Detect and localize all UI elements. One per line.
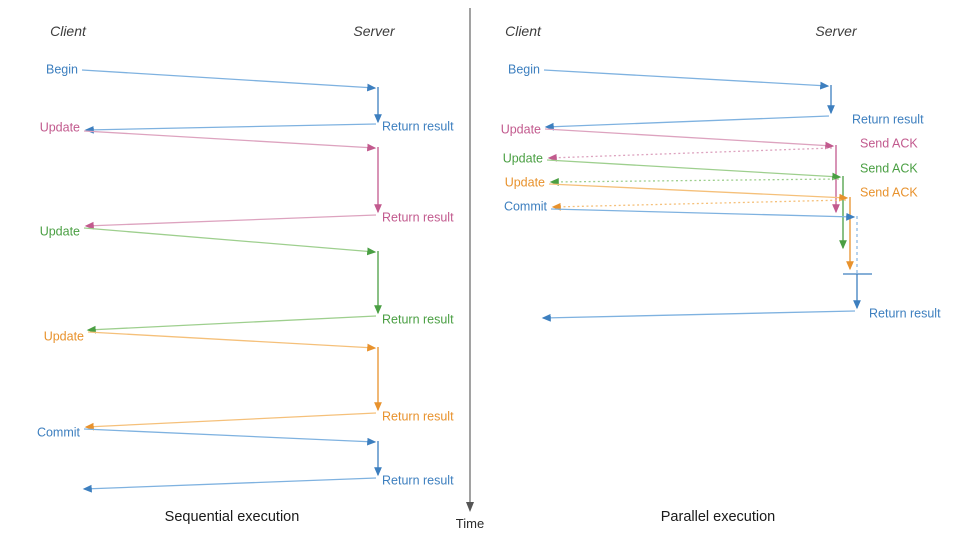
right-ack-arrow-update-2 (549, 178, 840, 186)
left-reply-label-commit: Return result (382, 473, 454, 487)
right-panel: Client Server Begin Return result Update… (501, 23, 941, 525)
right-reply-label-update-2: Send ACK (860, 161, 918, 175)
right-request-arrow-update-1 (544, 128, 835, 150)
left-message-label-update-2: Update (40, 224, 80, 238)
left-request-arrow-update-1 (83, 130, 377, 152)
left-reply-label-begin: Return result (382, 119, 454, 133)
right-reply-label-update-3: Send ACK (860, 185, 918, 199)
right-exchange-update-2 (546, 159, 847, 250)
time-axis (466, 8, 474, 512)
right-message-label-commit: Commit (504, 199, 548, 213)
left-request-arrow-update-3 (87, 331, 377, 352)
left-request-arrow-update-2 (83, 227, 377, 256)
right-exchange-begin (543, 69, 835, 131)
right-request-arrow-update-3 (548, 183, 849, 202)
left-exchange-commit (82, 428, 382, 493)
left-exchange-begin (81, 69, 382, 134)
left-reply-arrow-commit (82, 477, 377, 493)
time-axis-arrowhead (466, 502, 474, 512)
right-ack-arrow-update-1 (547, 147, 833, 162)
right-exchange-update-1 (544, 128, 840, 214)
left-request-arrow-begin (81, 69, 377, 92)
right-panel-caption: Parallel execution (661, 509, 775, 525)
left-message-label-update-1: Update (40, 120, 80, 134)
left-actor-client: Client (50, 23, 87, 39)
right-actor-server: Server (815, 23, 858, 39)
left-reply-label-update-3: Return result (382, 409, 454, 423)
right-message-label-update-2: Update (503, 151, 543, 165)
left-message-label-update-3: Update (44, 329, 84, 343)
right-reply-arrow-commit (541, 310, 856, 322)
left-reply-arrow-update-2 (86, 315, 377, 334)
right-reply-label-update-1: Send ACK (860, 136, 918, 150)
left-exchange-update-2 (83, 227, 382, 334)
right-reply-label-begin: Return result (852, 112, 924, 126)
right-actor-client: Client (505, 23, 542, 39)
left-panel: Client Server Begin Return result Update… (37, 23, 454, 525)
right-message-label-update-1: Update (501, 122, 541, 136)
right-exchange-commit (541, 208, 872, 322)
right-exchange-update-3 (548, 183, 854, 271)
left-reply-arrow-update-1 (84, 214, 377, 230)
right-reply-arrow-begin (544, 115, 830, 131)
left-message-label-commit: Commit (37, 425, 81, 439)
left-reply-arrow-begin (84, 123, 377, 134)
right-request-arrow-update-2 (546, 159, 842, 181)
time-axis-label: Time (456, 516, 484, 531)
left-reply-label-update-2: Return result (382, 312, 454, 326)
right-ack-arrow-update-3 (551, 199, 847, 211)
left-reply-label-update-1: Return result (382, 210, 454, 224)
left-actor-server: Server (353, 23, 396, 39)
right-reply-label-commit: Return result (869, 306, 941, 320)
right-message-label-begin: Begin (508, 62, 540, 76)
left-panel-caption: Sequential execution (165, 509, 300, 525)
left-reply-arrow-update-3 (84, 412, 377, 431)
left-exchange-update-3 (84, 331, 382, 431)
right-request-arrow-commit (550, 208, 856, 221)
left-request-arrow-commit (83, 428, 377, 446)
left-exchange-update-1 (83, 130, 382, 230)
right-message-label-update-3: Update (505, 175, 545, 189)
left-message-label-begin: Begin (46, 62, 78, 76)
right-request-arrow-begin (543, 69, 830, 90)
